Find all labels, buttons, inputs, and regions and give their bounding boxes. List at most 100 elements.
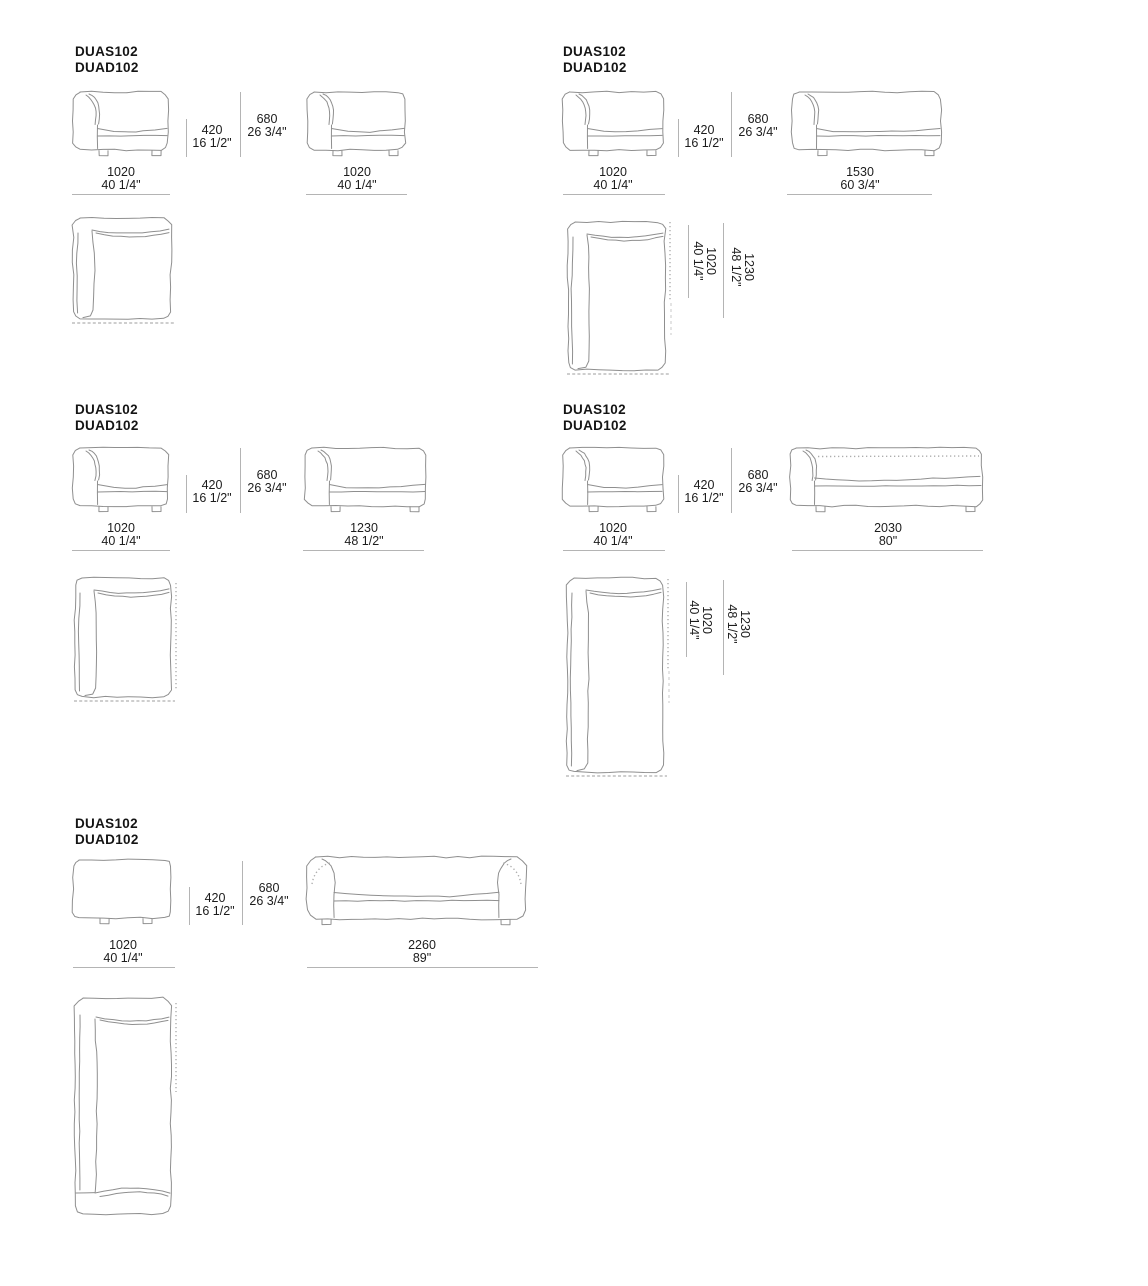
depth-mm: 1230 — [742, 253, 756, 281]
seat-height-dim-line — [186, 119, 187, 157]
width-dim-line — [72, 550, 170, 551]
seat-height-dim-label: 420 16 1/2" — [186, 479, 238, 505]
seat-height-dim-line — [678, 475, 679, 513]
depth-mm: 1020 — [704, 247, 718, 275]
seat-height-dim-line — [678, 119, 679, 157]
s1-front-view-corner-module-a — [72, 90, 170, 157]
product-code-line-2: DUAD102 — [563, 418, 627, 433]
overall-height-dim-line — [240, 92, 241, 157]
width-in: 40 1/4" — [593, 178, 633, 192]
seat-height-dim-label: 420 16 1/2" — [186, 124, 238, 150]
s1-plan-view-module — [71, 217, 175, 324]
product-code-line-1: DUAS102 — [75, 44, 138, 59]
s4-plan-view-module — [565, 576, 670, 777]
s1-front-view-corner-module-b — [306, 91, 407, 157]
seat-height-dim-label: 420 16 1/2" — [678, 124, 730, 150]
seat-height-mm: 420 — [693, 478, 715, 492]
width-dim-label: 1530 60 3/4" — [810, 166, 910, 192]
overall-height-dim-label: 680 26 3/4" — [241, 469, 293, 495]
width-mm: 1020 — [107, 521, 135, 535]
width-dim-label: 2030 80" — [838, 522, 938, 548]
s4-front-view-corner-module — [561, 446, 665, 513]
seat-height-mm: 420 — [693, 123, 715, 137]
product-code: DUAS102 DUAD102 — [75, 402, 139, 434]
seat-height-in: 16 1/2" — [195, 904, 235, 918]
depth-dim-line — [723, 580, 724, 675]
width-in: 48 1/2" — [344, 534, 384, 548]
seat-height-dim-label: 420 16 1/2" — [189, 892, 241, 918]
width-dim-line — [306, 194, 407, 195]
width-dim-label: 1230 48 1/2" — [314, 522, 414, 548]
width-dim-label: 1020 40 1/4" — [563, 522, 663, 548]
overall-height-mm: 680 — [258, 881, 280, 895]
product-code-line-1: DUAS102 — [75, 816, 138, 831]
s3-front-view-one-arm-module-1230 — [303, 446, 427, 513]
product-code-line-1: DUAS102 — [75, 402, 138, 417]
product-code: DUAS102 DUAD102 — [75, 816, 139, 848]
width-mm: 2030 — [874, 521, 902, 535]
s4-front-view-chaise-module-2030 — [789, 446, 984, 513]
seat-height-mm: 420 — [201, 123, 223, 137]
overall-height-mm: 680 — [747, 112, 769, 126]
product-code-line-2: DUAD102 — [563, 60, 627, 75]
s3-plan-view-module — [73, 576, 177, 702]
overall-height-dim-line — [731, 448, 732, 513]
product-code-line-1: DUAS102 — [563, 402, 626, 417]
overall-height-dim-label: 680 26 3/4" — [732, 469, 784, 495]
s2-front-view-one-arm-module-1530 — [790, 90, 943, 157]
width-in: 40 1/4" — [593, 534, 633, 548]
width-in: 40 1/4" — [101, 178, 141, 192]
seat-height-dim-line — [189, 887, 190, 925]
width-dim-line — [563, 550, 665, 551]
width-dim-line — [792, 550, 983, 551]
overall-height-dim-line — [240, 448, 241, 513]
width-mm: 1020 — [599, 521, 627, 535]
width-mm: 2260 — [408, 938, 436, 952]
depth-mm: 1230 — [738, 610, 752, 638]
width-in: 60 3/4" — [840, 178, 880, 192]
seat-height-in: 16 1/2" — [192, 491, 232, 505]
overall-height-in: 26 3/4" — [247, 125, 287, 139]
overall-height-mm: 680 — [256, 112, 278, 126]
width-dim-label: 1020 40 1/4" — [307, 166, 407, 192]
width-mm: 1020 — [343, 165, 371, 179]
overall-height-dim-label: 680 26 3/4" — [732, 113, 784, 139]
width-dim-line — [787, 194, 932, 195]
product-code-line-1: DUAS102 — [563, 44, 626, 59]
s3-front-view-corner-module — [71, 446, 170, 513]
width-dim-label: 1020 40 1/4" — [73, 939, 173, 965]
width-mm: 1230 — [350, 521, 378, 535]
width-in: 40 1/4" — [103, 951, 143, 965]
width-mm: 1020 — [109, 938, 137, 952]
width-in: 80" — [878, 534, 898, 548]
overall-height-dim-label: 680 26 3/4" — [243, 882, 295, 908]
depth-dim-line — [688, 225, 689, 298]
overall-height-dim-label: 680 26 3/4" — [241, 113, 293, 139]
depth-dim-line — [723, 223, 724, 318]
width-mm: 1020 — [107, 165, 135, 179]
width-dim-line — [72, 194, 170, 195]
width-in: 89" — [412, 951, 432, 965]
depth-in: 48 1/2" — [725, 604, 739, 644]
product-code-line-2: DUAD102 — [75, 418, 139, 433]
seat-height-in: 16 1/2" — [684, 136, 724, 150]
seat-height-in: 16 1/2" — [192, 136, 232, 150]
overall-height-mm: 680 — [256, 468, 278, 482]
seat-height-dim-line — [186, 475, 187, 513]
width-dim-line — [307, 967, 538, 968]
overall-height-mm: 680 — [747, 468, 769, 482]
depth-dim-label: 1230 48 1/2" — [725, 592, 752, 656]
width-dim-line — [563, 194, 665, 195]
width-dim-line — [303, 550, 424, 551]
width-in: 40 1/4" — [101, 534, 141, 548]
width-dim-label: 1020 40 1/4" — [563, 166, 663, 192]
depth-dim-line — [686, 582, 687, 657]
overall-height-in: 26 3/4" — [249, 894, 289, 908]
overall-height-in: 26 3/4" — [738, 125, 778, 139]
depth-dim-label: 1020 40 1/4" — [687, 588, 714, 652]
product-code-line-2: DUAD102 — [75, 832, 139, 847]
overall-height-in: 26 3/4" — [247, 481, 287, 495]
seat-height-mm: 420 — [201, 478, 223, 492]
depth-dim-label: 1020 40 1/4" — [691, 229, 718, 293]
